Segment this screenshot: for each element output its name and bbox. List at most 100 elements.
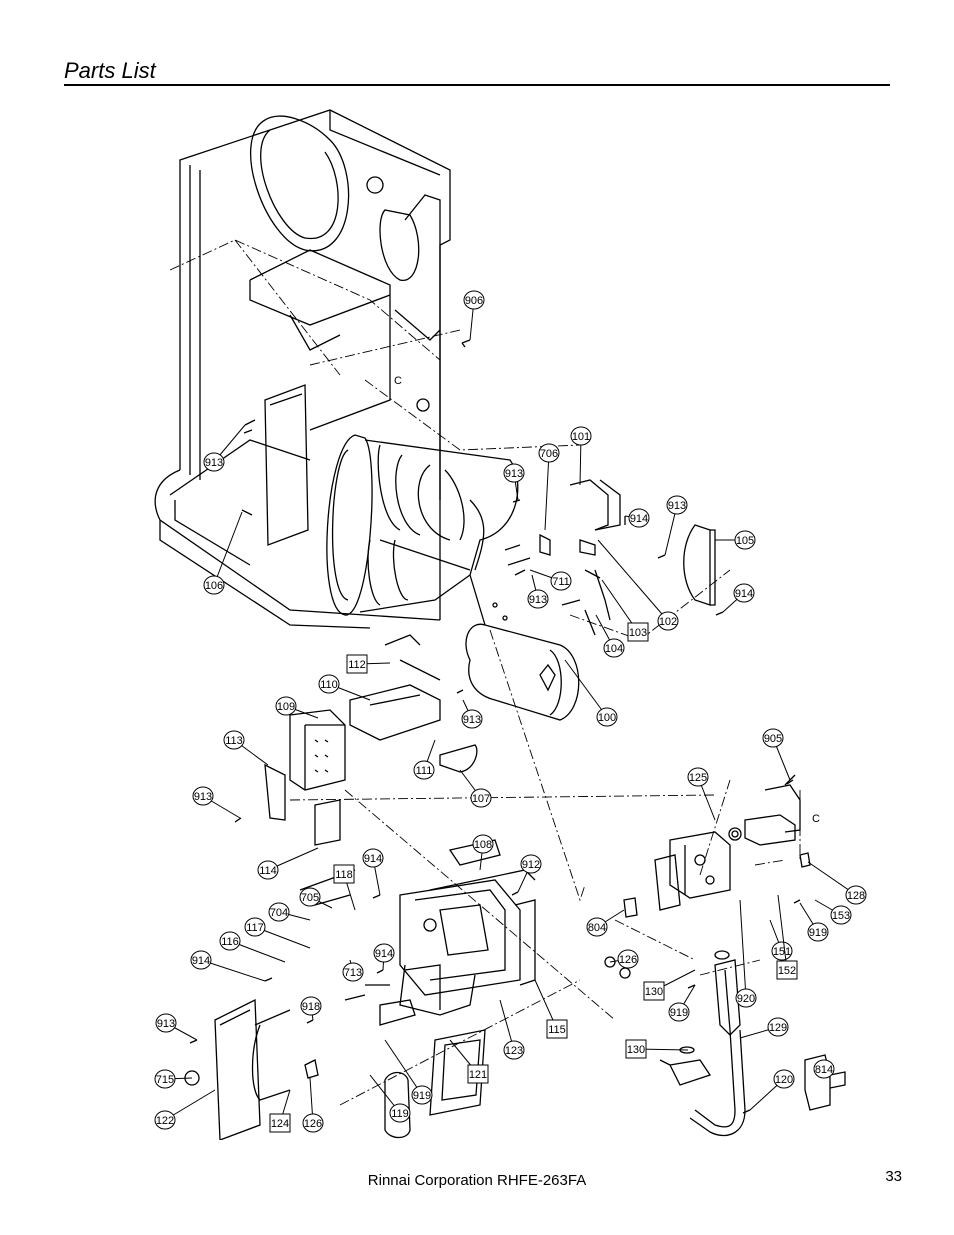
part-callout-914: 914 — [190, 950, 266, 982]
part-callout-711: 711 — [529, 569, 572, 591]
callout-circle — [299, 887, 321, 907]
part-callout-906: 906 — [463, 290, 485, 341]
leader-line — [739, 899, 747, 999]
callout-circle — [244, 917, 266, 937]
callout-text: 914 — [735, 588, 753, 600]
callout-box — [625, 1039, 647, 1059]
callout-text: 919 — [413, 1090, 431, 1102]
callout-circle — [190, 950, 212, 970]
callout-text: 706 — [540, 448, 558, 460]
part-callout-914: 914 — [373, 943, 395, 971]
part-callout-109: 109 — [275, 696, 319, 719]
callout-circle — [773, 1069, 795, 1089]
callout-text: 114 — [259, 865, 277, 877]
bracket-122 — [184, 998, 319, 1140]
callout-circle — [342, 962, 364, 982]
callout-text: 814 — [815, 1064, 833, 1076]
guide-lines — [169, 239, 801, 1106]
callout-text: 120 — [775, 1074, 793, 1086]
callout-circle — [470, 788, 492, 808]
callout-box — [643, 981, 665, 1001]
callout-circle — [318, 674, 340, 694]
callout-text: 918 — [302, 1001, 320, 1013]
callout-text: 121 — [469, 1069, 487, 1081]
callout-circle — [503, 1040, 525, 1060]
part-callout-919: 919 — [799, 902, 829, 942]
footer-text: Rinnai Corporation RHFE-263FA — [367, 1172, 587, 1189]
part-callout-126: 126 — [609, 949, 639, 969]
part-callout-130: 130 — [625, 1039, 689, 1059]
page-title: Parts List — [64, 58, 156, 83]
callout-circle — [813, 1059, 835, 1079]
part-callout-913: 913 — [527, 574, 549, 609]
callout-text: 129 — [769, 1022, 787, 1034]
callout-text: 919 — [809, 927, 827, 939]
callout-circle — [411, 1085, 433, 1105]
callout-circle — [192, 786, 214, 806]
callout-text: 110 — [320, 679, 338, 691]
callout-circle — [762, 728, 784, 748]
part-callout-905: 905 — [762, 728, 791, 781]
callout-circle — [219, 931, 241, 951]
part-callout-128: 128 — [807, 861, 867, 905]
callout-text: 704 — [270, 907, 288, 919]
part-callout-919: 919 — [384, 1039, 433, 1105]
part-callout-130: 130 — [643, 969, 696, 1001]
callout-circle — [570, 426, 592, 446]
callout-circle — [550, 571, 572, 591]
callout-circle — [461, 709, 483, 729]
callout-circle — [520, 854, 542, 874]
callout-circle — [223, 730, 245, 750]
callout-circle — [155, 1013, 177, 1033]
callout-text: 913 — [205, 457, 223, 469]
callout-circle — [845, 885, 867, 905]
callout-circle — [302, 1113, 324, 1133]
callout-text: 119 — [391, 1108, 409, 1120]
callout-text: 715 — [156, 1074, 174, 1086]
callout-text: 107 — [472, 793, 490, 805]
part-callout-C: C — [394, 375, 402, 387]
part-callout-102: 102 — [597, 539, 679, 631]
callout-text: C — [394, 375, 402, 387]
part-callout-126: 126 — [302, 1077, 324, 1133]
callout-text: 105 — [736, 535, 754, 547]
callout-circle — [257, 860, 279, 880]
callout-text: 153 — [832, 910, 850, 922]
callout-text: 913 — [668, 500, 686, 512]
part-callout-914: 914 — [624, 508, 650, 528]
callout-circle — [767, 1017, 789, 1037]
part-callout-105: 105 — [715, 530, 756, 550]
part-callout-104: 104 — [595, 614, 625, 658]
callout-text: 914 — [630, 513, 648, 525]
callout-text: 126 — [304, 1118, 322, 1130]
callout-text: 151 — [773, 946, 791, 958]
callout-text: 126 — [619, 954, 637, 966]
part-callout-116: 116 — [219, 931, 286, 963]
callout-circle — [687, 767, 709, 787]
callout-text: 912 — [522, 859, 540, 871]
part-callout-C: C — [812, 813, 820, 825]
hardware-cluster — [492, 479, 716, 636]
callout-text: 113 — [225, 735, 243, 747]
part-callout-103: 103 — [601, 579, 649, 642]
part-callout-106: 106 — [203, 511, 243, 595]
part-callout-121: 121 — [449, 1039, 489, 1084]
callout-text: 112 — [348, 659, 366, 671]
callout-circle — [413, 760, 435, 780]
callout-box — [269, 1113, 291, 1133]
callout-circle — [586, 917, 608, 937]
callout-circle — [538, 443, 560, 463]
callout-text: 920 — [737, 993, 755, 1005]
part-callout-118: 118 — [333, 864, 356, 911]
leader-line — [777, 894, 788, 971]
callout-circle — [268, 902, 290, 922]
part-callout-704: 704 — [268, 902, 311, 922]
leader-line — [200, 959, 266, 982]
part-callout-122: 122 — [154, 1089, 216, 1130]
callout-circle — [527, 589, 549, 609]
callout-circle — [275, 696, 297, 716]
part-callout-113: 113 — [223, 730, 269, 766]
callout-text: 919 — [670, 1007, 688, 1019]
part-callout-123: 123 — [499, 999, 525, 1060]
